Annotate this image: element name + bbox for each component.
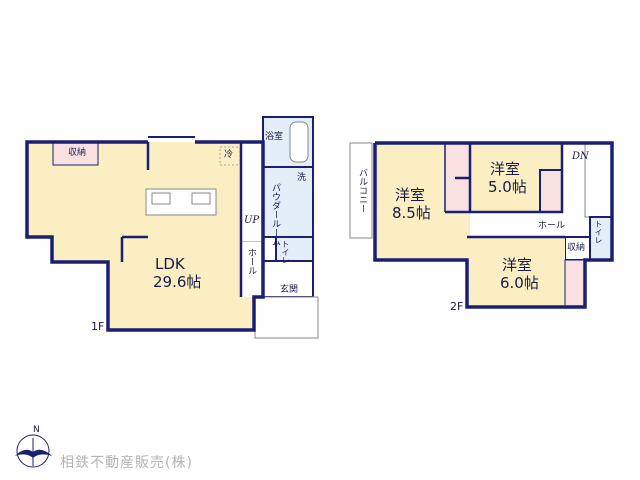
- company-name: 相鉄不動産販売(株): [60, 455, 193, 471]
- room-6-0-size: 6.0帖: [500, 274, 539, 292]
- sink-icon: [151, 192, 171, 205]
- balcony-label: バルコニー: [357, 168, 367, 213]
- bathtub-icon: [289, 121, 309, 163]
- down-label: DN: [572, 151, 589, 162]
- powder-room-label: パウダールーム: [270, 183, 280, 246]
- stove-icon: [191, 192, 211, 205]
- stairs-2f: [584, 142, 613, 218]
- hall-1f: [241, 242, 263, 297]
- floor1-plan: [25, 116, 319, 339]
- room-6-0-name: 洋室: [502, 256, 533, 274]
- floor2-plan: [349, 141, 614, 309]
- floor1-label: 1F: [91, 320, 105, 333]
- stairs-1f: [240, 141, 264, 243]
- room-6-0-area: [467, 237, 565, 307]
- ldk-name: LDK: [155, 255, 185, 273]
- washer-label: 洗: [297, 173, 307, 183]
- floor2-label: 2F: [450, 300, 464, 313]
- hall-1f-label: ホール: [246, 248, 256, 275]
- balcony: [349, 142, 373, 239]
- bath-label: 浴室: [265, 132, 284, 142]
- entrance-label: 玄関: [280, 285, 299, 295]
- north-compass-bird-icon: [15, 434, 52, 468]
- hall-2f-label: ホール: [538, 221, 566, 231]
- toilet-1f-area: [275, 236, 314, 262]
- room-8-5-area: [375, 143, 470, 260]
- closet-6-0: [564, 259, 586, 308]
- ldk-size: 29.6帖: [153, 273, 202, 291]
- outer-wall-1f: [25, 140, 265, 332]
- fridge-label: 冷: [224, 150, 234, 160]
- room-8-5-size: 8.5帖: [392, 204, 431, 222]
- room-5-0-name: 洋室: [490, 160, 521, 178]
- outer-wall-2f: [373, 141, 614, 309]
- porch: [254, 296, 319, 339]
- up-label: UP: [244, 215, 260, 226]
- toilet-2f-label: トイレ: [594, 220, 603, 244]
- storage-1f-label: 収納: [68, 148, 87, 158]
- powder-room-area: [262, 166, 314, 238]
- room-5-0-size: 5.0帖: [488, 178, 527, 196]
- storage-2f-label: 収納: [567, 243, 586, 253]
- room-8-5-name: 洋室: [395, 186, 426, 204]
- toilet-1f-label: トイレ: [281, 240, 290, 264]
- closet-5-0: [539, 169, 563, 213]
